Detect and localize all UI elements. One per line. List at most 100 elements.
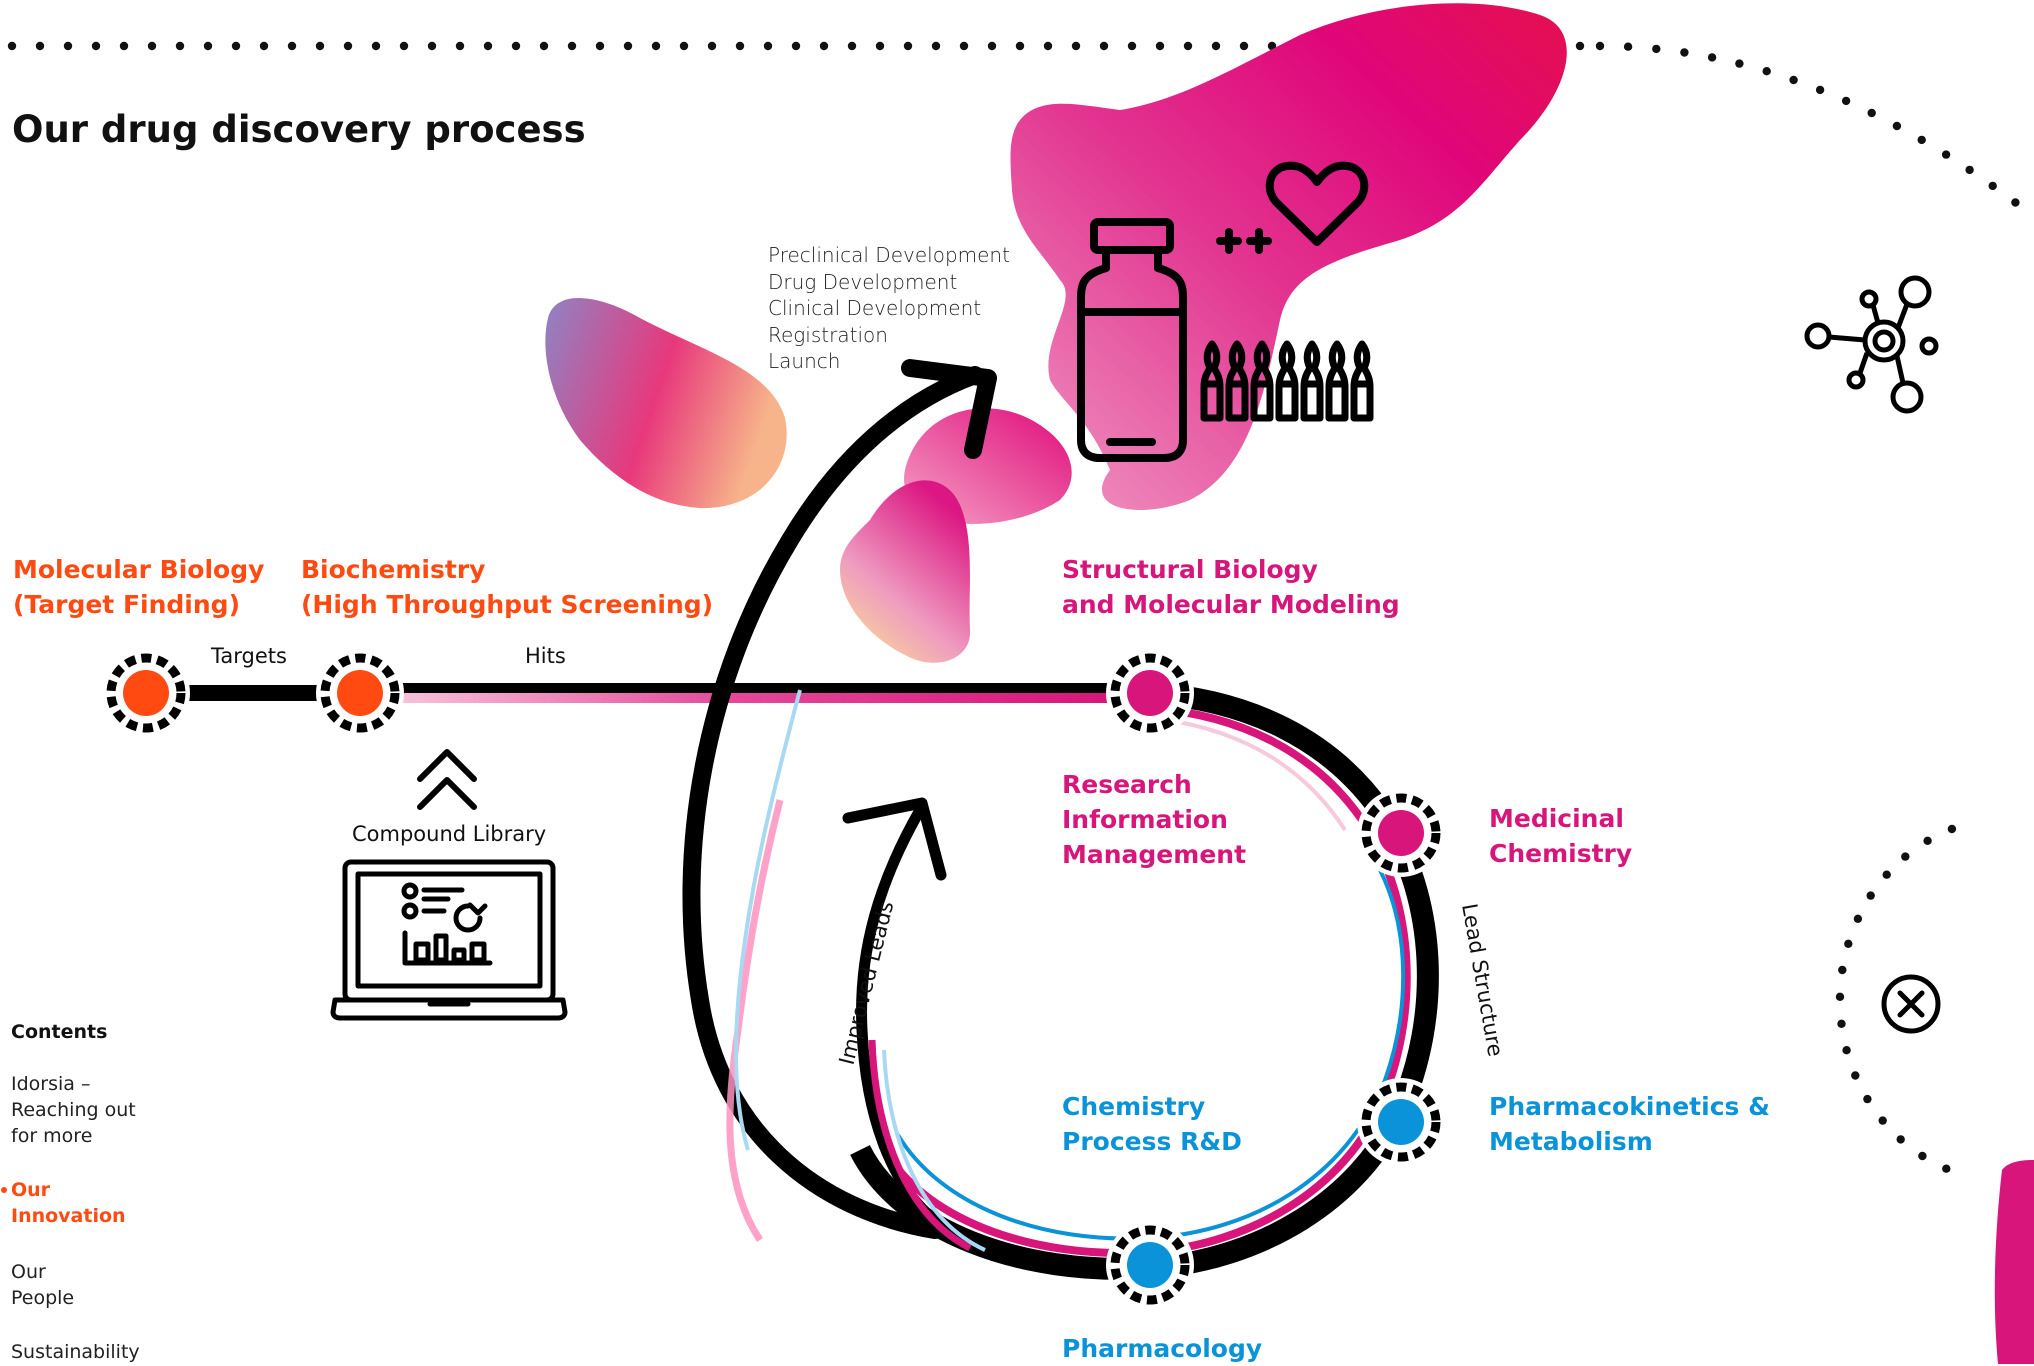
border-dot xyxy=(1099,41,1109,51)
border-dot xyxy=(1239,41,1249,51)
border-dot xyxy=(623,41,633,51)
border-dot xyxy=(203,41,213,51)
node-medicinal-chemistry[interactable] xyxy=(1357,789,1445,877)
border-dot xyxy=(343,41,353,51)
dotted-border xyxy=(7,41,2020,207)
node-ring xyxy=(1110,1225,1190,1305)
border-dot xyxy=(763,41,773,51)
border-dot xyxy=(455,41,465,51)
stage-research-information-management: Research Information Management xyxy=(1062,770,1247,869)
border-dot xyxy=(1043,41,1053,51)
ampoule xyxy=(1350,340,1374,422)
node-pharmacokinetics[interactable] xyxy=(1357,1078,1445,1166)
network-button[interactable] xyxy=(1805,270,1945,415)
border-dot xyxy=(539,41,549,51)
stage-molecular-biology: Molecular Biology (Target Finding) xyxy=(13,555,265,619)
blob-drop xyxy=(840,480,971,663)
development-steps: Preclinical Development Drug Development… xyxy=(768,242,1010,375)
node-ring xyxy=(1361,793,1441,873)
page-title: Our drug discovery process xyxy=(12,108,586,151)
stage-pharmacology: Pharmacology xyxy=(1062,1334,1263,1363)
double-chevron-up-icon xyxy=(417,749,477,810)
arc-dot xyxy=(1837,1019,1846,1028)
border-dot xyxy=(147,41,157,51)
laptop-icon xyxy=(330,859,568,1021)
ampoule xyxy=(1325,340,1349,422)
border-dot xyxy=(959,41,969,51)
border-dot xyxy=(679,41,689,51)
border-dot xyxy=(1595,41,1605,51)
border-dot xyxy=(875,41,885,51)
arc-dot xyxy=(1942,1164,1951,1173)
arc-dot xyxy=(1844,939,1853,948)
big-arrow xyxy=(682,359,997,1242)
hits-label: Hits xyxy=(525,644,566,668)
border-dot xyxy=(1707,53,1717,62)
node-core xyxy=(1378,810,1424,856)
close-button[interactable] xyxy=(1880,973,1942,1035)
development-step: Preclinical Development xyxy=(768,243,1010,267)
border-dot xyxy=(1267,41,1277,51)
arc-dot xyxy=(1851,1071,1860,1080)
arc-dot xyxy=(1947,824,1957,834)
node-ring xyxy=(106,653,186,733)
ampoules-icon xyxy=(1200,340,1374,422)
heart-icon xyxy=(1216,161,1369,254)
node-core xyxy=(1127,1242,1173,1288)
vial-icon xyxy=(1077,218,1187,462)
border-dot xyxy=(1652,44,1661,54)
close-icon xyxy=(1881,974,1941,1034)
border-dot xyxy=(119,41,129,51)
toc-item-our-people[interactable]: Our People xyxy=(11,1261,75,1309)
blob-large xyxy=(1010,3,1567,510)
stage-biochemistry: Biochemistry (High Throughput Screening) xyxy=(301,555,714,619)
node-core xyxy=(337,670,383,716)
node-core xyxy=(123,670,169,716)
arc-dot xyxy=(1853,914,1863,923)
targets-label: Targets xyxy=(211,644,287,668)
border-dot xyxy=(35,41,45,51)
node-structural-biology[interactable] xyxy=(1106,649,1194,737)
border-dot xyxy=(1841,96,1851,106)
dotted-arc xyxy=(1835,824,1957,1173)
arc-dot xyxy=(1863,1094,1872,1104)
toc-item-sustainability[interactable]: Sustainability xyxy=(11,1341,140,1363)
border-dot xyxy=(175,41,185,51)
border-dot xyxy=(1892,121,1902,131)
node-ring xyxy=(1361,1082,1441,1162)
node-core xyxy=(1127,670,1173,716)
node-pharmacology[interactable] xyxy=(1106,1221,1194,1309)
border-dot xyxy=(1735,59,1744,68)
border-dot xyxy=(735,41,745,51)
border-dot xyxy=(1941,150,1951,159)
border-dot xyxy=(91,41,101,51)
border-dot xyxy=(259,41,269,51)
stage-medicinal-chemistry: Medicinal Chemistry xyxy=(1489,804,1633,868)
arc-dot xyxy=(1896,1135,1905,1144)
border-dot xyxy=(2011,198,2020,207)
blob-left xyxy=(545,298,787,509)
border-dot xyxy=(1789,75,1798,85)
arc-dot xyxy=(1838,965,1847,975)
magenta-swoosh xyxy=(1994,1160,2034,1364)
border-dot xyxy=(903,41,913,51)
development-step: Drug Development xyxy=(768,269,958,294)
stage-chemistry-process: Chemistry Process R&D xyxy=(1062,1092,1242,1156)
border-dot xyxy=(483,41,493,51)
border-dot xyxy=(707,41,717,51)
arc-dot xyxy=(1866,891,1875,900)
border-dot xyxy=(1815,85,1825,95)
toc-item-idorsia[interactable]: Idorsia – Reaching out for more xyxy=(11,1073,136,1147)
border-dot xyxy=(1917,135,1926,145)
border-dot xyxy=(651,41,661,51)
development-step: Clinical Development xyxy=(768,296,982,320)
ampoule xyxy=(1300,340,1324,422)
toc-item-our-innovation[interactable]: Our Innovation xyxy=(11,1179,126,1227)
node-molecular-biology[interactable] xyxy=(102,649,190,737)
border-dot xyxy=(819,41,829,51)
node-biochemistry[interactable] xyxy=(316,649,404,737)
arc-dot xyxy=(1878,1116,1887,1125)
arc-dot xyxy=(1923,836,1932,845)
small-arrow xyxy=(842,797,986,1252)
border-dot xyxy=(399,41,409,51)
